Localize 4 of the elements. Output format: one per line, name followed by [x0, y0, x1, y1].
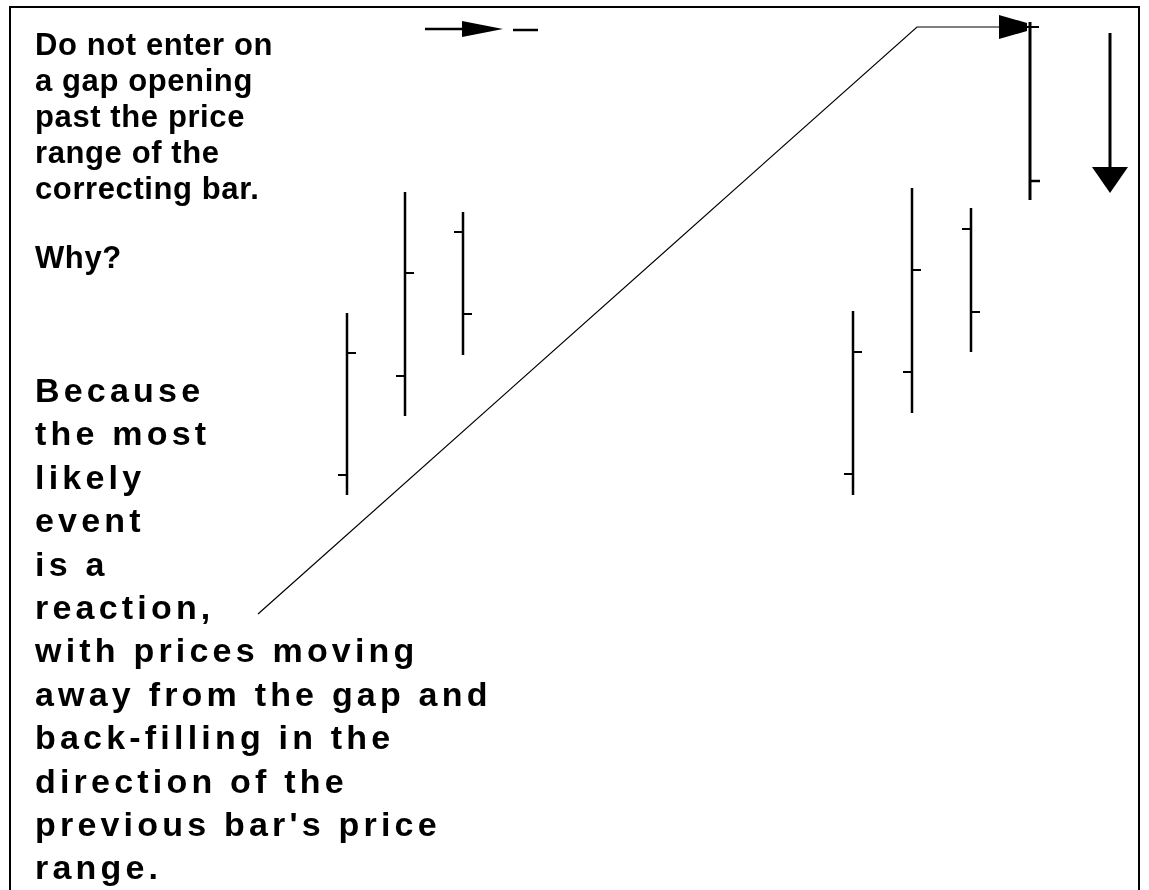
explanation-text: Because the most likely event is a reaction, with prices moving away from the gap and back-filling in the direction of the previous bar's price range. [35, 369, 492, 890]
note-text: Why? [35, 240, 122, 276]
note-text: Do not enter on a gap opening past the price range of the correcting bar. [35, 27, 274, 207]
leader-line [257, 15, 1039, 615]
